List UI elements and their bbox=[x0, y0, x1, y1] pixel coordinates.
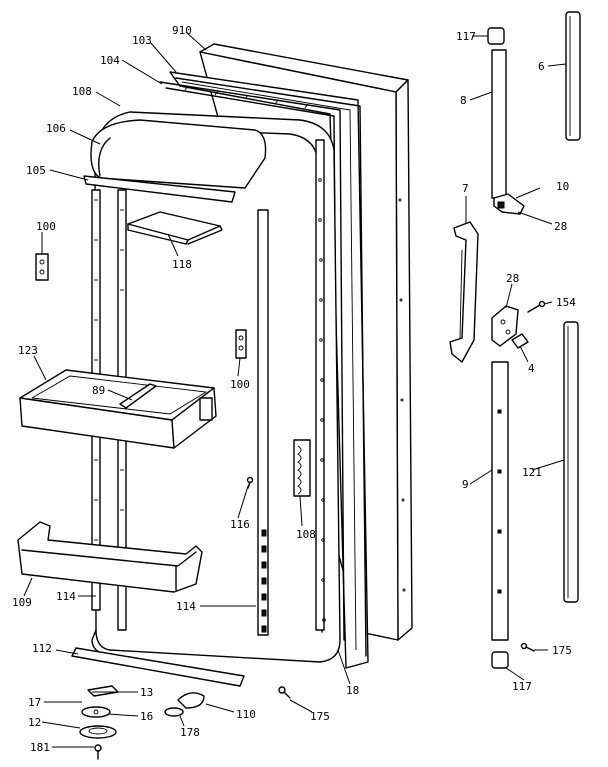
callout-114-left: 114 bbox=[56, 590, 76, 603]
hinge-plate-13 bbox=[87, 685, 119, 697]
shelf-bracket-left bbox=[35, 253, 49, 281]
handle-trim-9 bbox=[491, 361, 509, 641]
end-cap-117-top bbox=[487, 27, 505, 45]
callout-4: 4 bbox=[528, 362, 535, 375]
callout-108-top: 108 bbox=[72, 85, 92, 98]
shelf-trim-105 bbox=[83, 175, 236, 203]
screw-175-right bbox=[520, 642, 535, 652]
callout-103: 103 bbox=[132, 34, 152, 47]
callout-8: 8 bbox=[460, 94, 467, 107]
bottle-bin bbox=[17, 521, 203, 593]
callout-108-lower: 108 bbox=[296, 528, 316, 541]
bottom-trim-112 bbox=[71, 647, 245, 687]
callout-100-left: 100 bbox=[36, 220, 56, 233]
callout-112: 112 bbox=[32, 642, 52, 655]
callout-labels: 910 103 104 108 106 105 100 118 123 89 1… bbox=[12, 24, 576, 754]
callout-28-mid: 28 bbox=[506, 272, 519, 285]
callout-114-right: 114 bbox=[176, 600, 196, 613]
callout-7: 7 bbox=[462, 182, 469, 195]
trim-strip-121 bbox=[563, 321, 579, 603]
callout-118: 118 bbox=[172, 258, 192, 271]
handle-mount-10 bbox=[493, 193, 525, 215]
door-shelf-bin bbox=[19, 369, 217, 449]
gasket-clip-108 bbox=[293, 439, 311, 497]
hinge-pin-12 bbox=[79, 725, 117, 739]
callout-17: 17 bbox=[28, 696, 41, 709]
screw-175-left bbox=[278, 686, 291, 699]
callout-110: 110 bbox=[236, 708, 256, 721]
callout-105: 105 bbox=[26, 164, 46, 177]
door-gasket bbox=[169, 71, 369, 669]
callout-175-left: 175 bbox=[310, 710, 330, 723]
leader-lines bbox=[23, 31, 567, 748]
callout-28-top: 28 bbox=[554, 220, 567, 233]
callout-154: 154 bbox=[556, 296, 576, 309]
screw-154 bbox=[527, 300, 546, 313]
bushing-16 bbox=[81, 706, 111, 718]
callout-181: 181 bbox=[30, 741, 50, 754]
shelf-bracket-right bbox=[235, 329, 247, 359]
callout-117-bottom: 117 bbox=[512, 680, 532, 693]
cover-110 bbox=[177, 692, 205, 709]
handle-trim-8 bbox=[491, 49, 507, 199]
callout-10: 10 bbox=[556, 180, 569, 193]
callout-123: 123 bbox=[18, 344, 38, 357]
callout-116: 116 bbox=[230, 518, 250, 531]
screw-116 bbox=[246, 476, 254, 489]
end-cap-117-bottom bbox=[491, 651, 509, 669]
trim-strip-6 bbox=[565, 11, 581, 141]
callout-16: 16 bbox=[140, 710, 153, 723]
door-handle-7 bbox=[449, 221, 479, 363]
callout-6: 6 bbox=[538, 60, 545, 73]
dairy-compartment bbox=[90, 119, 267, 189]
callout-13: 13 bbox=[140, 686, 153, 699]
callout-121: 121 bbox=[522, 466, 542, 479]
callout-18: 18 bbox=[346, 684, 359, 697]
callout-12: 12 bbox=[28, 716, 41, 729]
callout-100-right: 100 bbox=[230, 378, 250, 391]
callout-109: 109 bbox=[12, 596, 32, 609]
clip-4 bbox=[511, 333, 529, 349]
callout-104: 104 bbox=[100, 54, 120, 67]
callout-910: 910 bbox=[172, 24, 192, 37]
callout-117-top: 117 bbox=[456, 30, 476, 43]
callout-89: 89 bbox=[92, 384, 105, 397]
screw-181 bbox=[94, 744, 102, 760]
callout-178: 178 bbox=[180, 726, 200, 739]
callout-9: 9 bbox=[462, 478, 469, 491]
cap-178 bbox=[164, 707, 184, 717]
callout-106: 106 bbox=[46, 122, 66, 135]
callout-175-right: 175 bbox=[552, 644, 572, 657]
